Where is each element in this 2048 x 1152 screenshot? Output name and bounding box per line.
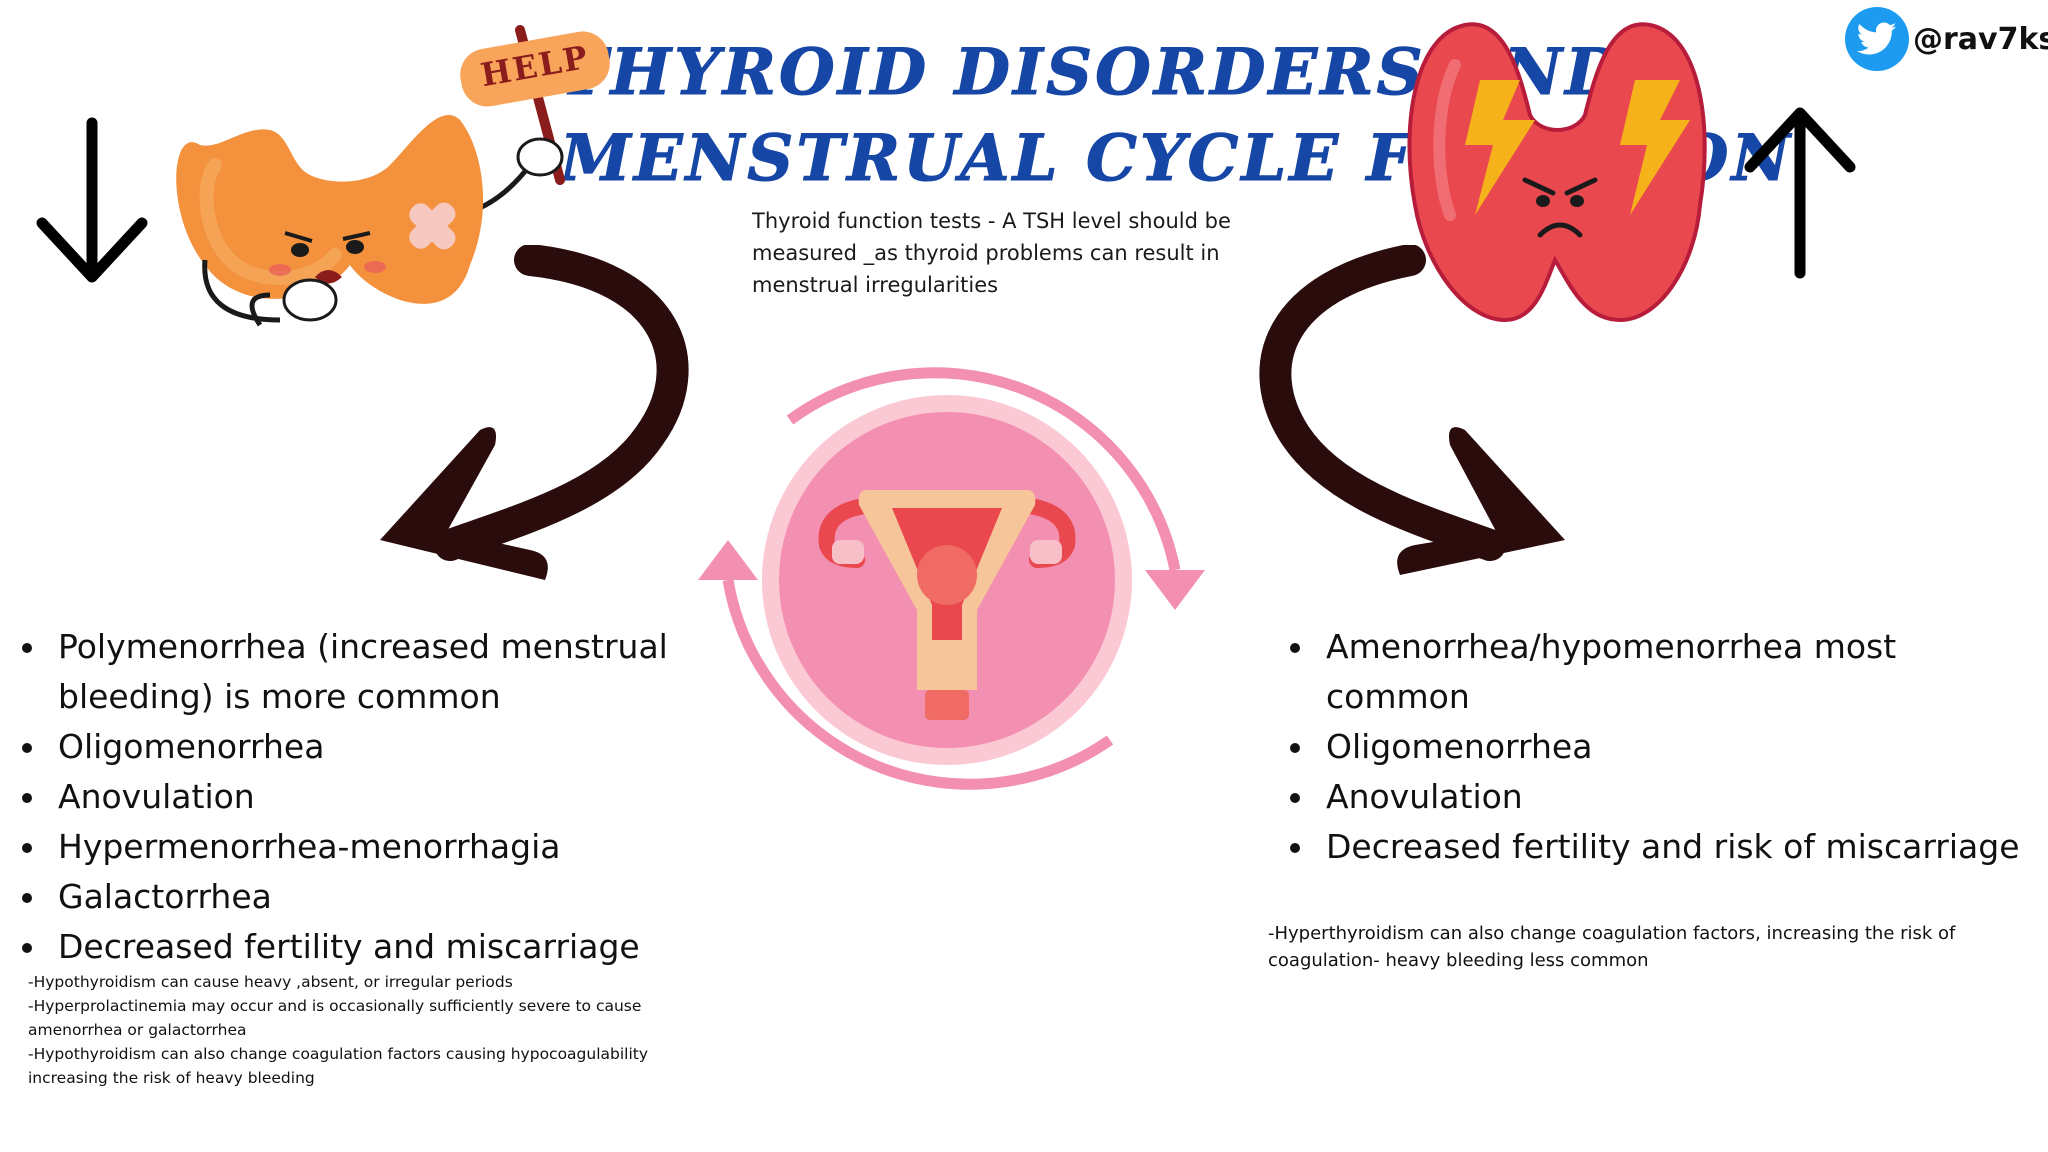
right-curved-arrow-icon xyxy=(1259,245,1565,575)
list-item: Polymenorrhea (increased menstrual bleed… xyxy=(0,622,680,722)
list-item: Decreased fertility and miscarriage xyxy=(0,922,680,972)
title-line-2: Menstrual cycle function xyxy=(560,121,1793,197)
hypothyroid-notes: -Hypothyroidism can cause heavy ,absent,… xyxy=(28,970,668,1090)
list-item: Anovulation xyxy=(0,772,680,822)
list-item: Decreased fertility and risk of miscarri… xyxy=(1268,822,2028,872)
twitter-handle-badge[interactable]: @rav7ks xyxy=(1845,6,2048,72)
list-item: Oligomenorrhea xyxy=(0,722,680,772)
list-item: Amenorrhea/hypomenorrhea most common xyxy=(1268,622,2028,722)
list-item: Galactorrhea xyxy=(0,872,680,922)
down-arrow-icon xyxy=(36,117,148,283)
list-item: Hypermenorrhea-menorrhagia xyxy=(0,822,680,872)
note-line: -Hypothyroidism can also change coagulat… xyxy=(28,1045,649,1087)
left-curved-arrow-icon xyxy=(380,245,689,580)
hypothyroid-effects-list: Polymenorrhea (increased menstrual bleed… xyxy=(0,622,680,972)
page-title: Thyroid disorders and Menstrual cycle fu… xyxy=(560,30,1793,202)
hyperthyroid-effects-list: Amenorrhea/hypomenorrhea most common Oli… xyxy=(1268,622,2028,872)
hyperthyroid-gland-character xyxy=(1407,22,1707,323)
list-item: Oligomenorrhea xyxy=(1268,722,2028,772)
up-arrow-icon xyxy=(1744,107,1856,279)
hyperthyroid-note: -Hyperthyroidism can also change coagula… xyxy=(1268,923,1956,971)
hypothyroid-gland-character: HELP xyxy=(160,15,610,355)
note-line: -Hyperprolactinemia may occur and is occ… xyxy=(28,997,642,1039)
twitter-bird-icon xyxy=(1845,7,1909,71)
twitter-handle-text: @rav7ks xyxy=(1913,21,2048,57)
menstrual-cycle-illustration xyxy=(698,367,1205,790)
list-item: Anovulation xyxy=(1268,772,2028,822)
note-line: -Hypothyroidism can cause heavy ,absent,… xyxy=(28,973,513,991)
intro-text: Thyroid function tests - A TSH level sho… xyxy=(752,209,1231,297)
title-line-1: Thyroid disorders and xyxy=(560,35,1624,111)
